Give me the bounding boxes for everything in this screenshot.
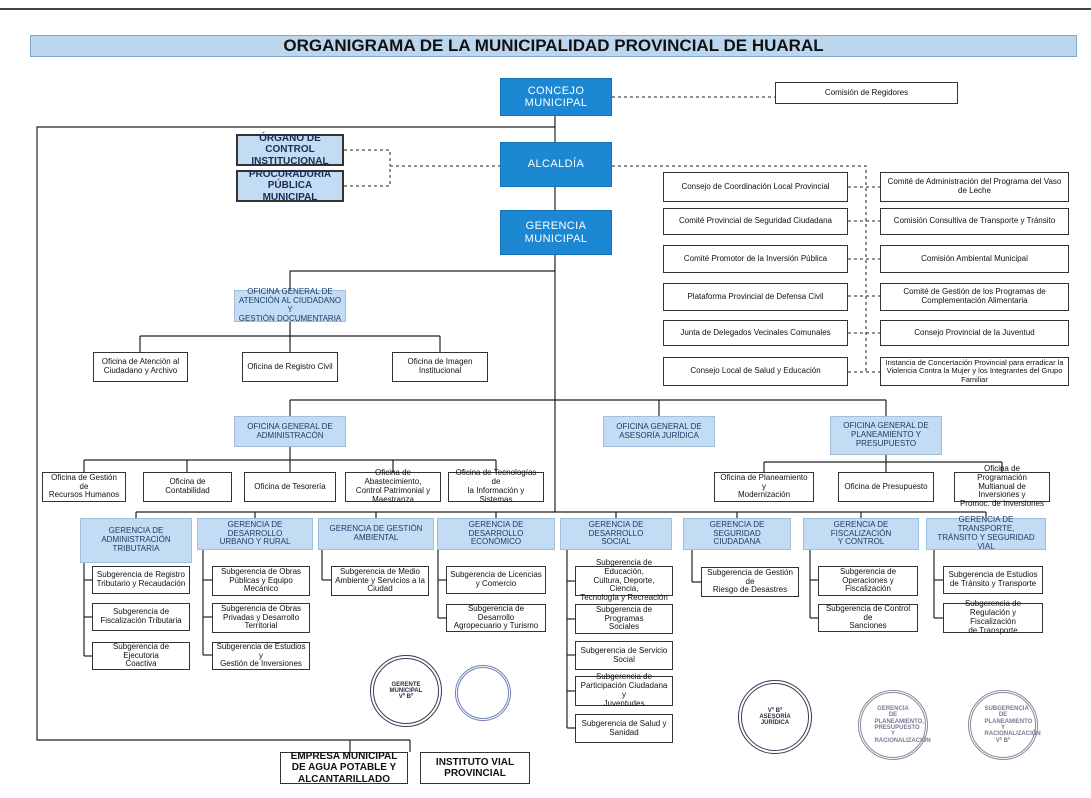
junta-delegados-box[interactable]: Junta de Delegados Vecinales Comunales: [663, 320, 848, 346]
gerencia-tributaria-box[interactable]: GERENCIA DE ADMINISTRACIÓN TRIBUTARIA: [80, 518, 192, 563]
seal-gerente-text: GERENTE MUNICIPAL Vº Bº: [389, 681, 423, 701]
og-asesoria-juridica-box[interactable]: OFICINA GENERAL DE ASESORÍA JURÍDICA: [603, 416, 715, 447]
sub-operaciones-box[interactable]: Subgerencia de Operaciones y Fiscalizaci…: [818, 566, 918, 596]
sub-ejecutoria-coactiva-box[interactable]: Subgerencia de Ejecutoria Coactiva: [92, 642, 190, 670]
sub-medio-ambiente-box[interactable]: Subgerencia de Medio Ambiente y Servicio…: [331, 566, 429, 596]
sub-agropecuario-box[interactable]: Subgerencia de Desarrollo Agropecuario y…: [446, 604, 546, 632]
plataforma-defensa-box[interactable]: Plataforma Provincial de Defensa Civil: [663, 283, 848, 311]
gerencia-ambiental-box[interactable]: GERENCIA DE GESTIÓN AMBIENTAL: [318, 518, 434, 550]
oficina-tecnologias-box[interactable]: Oficina de Tecnologías de la Información…: [448, 468, 544, 504]
consejo-salud-box[interactable]: Consejo Local de Salud y Educación: [663, 357, 848, 386]
gerencia-fiscalizacion-box[interactable]: GERENCIA DE FISCALIZACIÓN Y CONTROL: [803, 518, 919, 550]
og-administracion-box[interactable]: OFICINA GENERAL DE ADMINISTRACÓN: [234, 416, 346, 447]
gerencia-transporte-box[interactable]: GERENCIA DE TRANSPORTE, TRÁNSITO Y SEGUR…: [926, 515, 1046, 551]
oficina-registro-civil-box[interactable]: Oficina de Registro Civil: [242, 352, 338, 382]
empresa-agua-box[interactable]: EMPRESA MUNICIPAL DE AGUA POTABLE Y ALCA…: [280, 751, 408, 785]
seal-racionalizacion-icon: SUBGERENCIA DE PLANEAMIENTO Y RACIONALIZ…: [968, 690, 1041, 760]
comite-inversion-box[interactable]: Comité Promotor de la Inversión Pública: [663, 245, 848, 273]
gerencia-seguridad-box[interactable]: GERENCIA DE SEGURIDAD CIUDADANA: [683, 518, 791, 550]
sub-salud-box[interactable]: Subgerencia de Salud y Sanidad: [575, 714, 673, 743]
seal-planeamiento-text: GERENCIA DE PLANEAMIENTO, PRESUPUESTO Y …: [874, 706, 931, 744]
sub-participacion-box[interactable]: Subgerencia de Participación Ciudadana y…: [575, 672, 673, 708]
sub-estudios-inversiones-box[interactable]: Subgerencia de Estudios y Gestión de Inv…: [212, 642, 310, 670]
comision-transporte-box[interactable]: Comisión Consultiva de Transporte y Trán…: [880, 208, 1069, 235]
sub-regulacion-transporte-box[interactable]: Subgerencia de Regulación y Fiscalizació…: [943, 599, 1043, 635]
control-institucional-box[interactable]: ÓRGANO DE CONTROL INSTITUCIONAL: [236, 133, 344, 167]
procuraduria-box[interactable]: PROCURADURIA PÚBLICA MUNICIPAL: [236, 169, 344, 203]
concejo-municipal-box[interactable]: CONCEJO MUNICIPAL: [500, 78, 612, 116]
seal-asesoria-text: Vº Bº ASESORÍA JURÍDICA: [759, 707, 791, 727]
seal-asesoria-juridica-icon: Vº Bº ASESORÍA JURÍDICA: [738, 680, 812, 754]
sub-estudios-transito-box[interactable]: Subgerencia de Estudios de Tránsito y Tr…: [943, 566, 1043, 594]
sub-riesgo-desastres-box[interactable]: Subgerencia de Gestión de Riesgo de Desa…: [701, 567, 799, 597]
oficina-imagen-box[interactable]: Oficina de Imagen Institucional: [392, 352, 488, 382]
alcaldia-box[interactable]: ALCALDÍA: [500, 142, 612, 187]
comision-regidores-box[interactable]: Comisión de Regidores: [775, 82, 958, 104]
comite-vaso-leche-box[interactable]: Comité de Administración del Programa de…: [880, 172, 1069, 202]
gerencia-economico-box[interactable]: GERENCIA DE DESARROLLO ECONÓMICO: [437, 518, 555, 550]
sub-servicio-social-box[interactable]: Subgerencia de Servicio Social: [575, 641, 673, 670]
og-atencion-ciudadano-box[interactable]: OFICINA GENERAL DE ATENCIÓN AL CIUDADANO…: [234, 287, 346, 323]
oficina-rrhh-box[interactable]: Oficina de Gestión de Recursos Humanos: [42, 472, 126, 502]
sub-obras-privadas-box[interactable]: Subgerencia de Obras Privadas y Desarrol…: [212, 603, 310, 633]
comite-seguridad-box[interactable]: Comité Provincial de Seguridad Ciudadana: [663, 208, 848, 235]
gerencia-social-box[interactable]: GERENCIA DE DESARROLLO SOCIAL: [560, 518, 672, 550]
seal-gerente-municipal-icon: GERENTE MUNICIPAL Vº Bº: [370, 655, 442, 727]
oficina-contabilidad-box[interactable]: Oficina de Contabilidad: [143, 472, 232, 502]
seal-racionalizacion-text: SUBGERENCIA DE PLANEAMIENTO Y RACIONALIZ…: [984, 706, 1041, 744]
seal-municipalidad-icon: [455, 665, 511, 721]
gerencia-municipal-box[interactable]: GERENCIA MUNICIPAL: [500, 210, 612, 255]
comite-complementacion-box[interactable]: Comité de Gestión de los Programas de Co…: [880, 283, 1069, 311]
og-planeamiento-box[interactable]: OFICINA GENERAL DE PLANEAMIENTO Y PRESUP…: [830, 416, 942, 455]
sub-licencias-box[interactable]: Subgerencia de Licencias y Comercio: [446, 566, 546, 594]
seal-planeamiento-icon: GERENCIA DE PLANEAMIENTO, PRESUPUESTO Y …: [858, 690, 931, 760]
oficina-planeamiento-box[interactable]: Oficina de Planeamiento y Modernización: [714, 472, 814, 502]
chart-title: ORGANIGRAMA DE LA MUNICIPALIDAD PROVINCI…: [30, 35, 1077, 57]
oficina-tesoreria-box[interactable]: Oficina de Tesorería: [244, 472, 336, 502]
oficina-programacion-box[interactable]: Oficina de Programación Multianual de In…: [954, 464, 1050, 508]
sub-control-sanciones-box[interactable]: Subgerencia de Control de Sanciones: [818, 604, 918, 632]
sub-fiscalizacion-tributaria-box[interactable]: Subgerencia de Fiscalización Tributaria: [92, 603, 190, 631]
comision-ambiental-box[interactable]: Comisión Ambiental Municipal: [880, 245, 1069, 273]
sub-educacion-box[interactable]: Subgerencia de Educación, Cultura, Depor…: [575, 558, 673, 602]
oficina-presupuesto-box[interactable]: Oficina de Presupuesto: [838, 472, 934, 502]
sub-registro-tributario-box[interactable]: Subgerencia de Registro Tributario y Rec…: [92, 566, 190, 594]
sub-programas-sociales-box[interactable]: Subgerencia de Programas Sociales: [575, 604, 673, 634]
instancia-concertacion-box[interactable]: Instancia de Concertación Provincial par…: [880, 357, 1069, 386]
instituto-vial-box[interactable]: INSTITUTO VIAL PROVINCIAL: [420, 752, 530, 784]
gerencia-urbano-rural-box[interactable]: GERENCIA DE DESARROLLO URBANO Y RURAL: [197, 518, 313, 550]
consejo-coordinacion-box[interactable]: Consejo de Coordinación Local Provincial: [663, 172, 848, 202]
oficina-atencion-ciudadano-box[interactable]: Oficina de Atención al Ciudadano y Archi…: [93, 352, 188, 382]
consejo-juventud-box[interactable]: Consejo Provincial de la Juventud: [880, 320, 1069, 346]
oficina-abastecimiento-box[interactable]: Oficina de Abastecimiento, Control Patri…: [345, 468, 441, 504]
top-rule: [0, 8, 1091, 10]
sub-obras-publicas-box[interactable]: Subgerencia de Obras Públicas y Equipo M…: [212, 566, 310, 596]
